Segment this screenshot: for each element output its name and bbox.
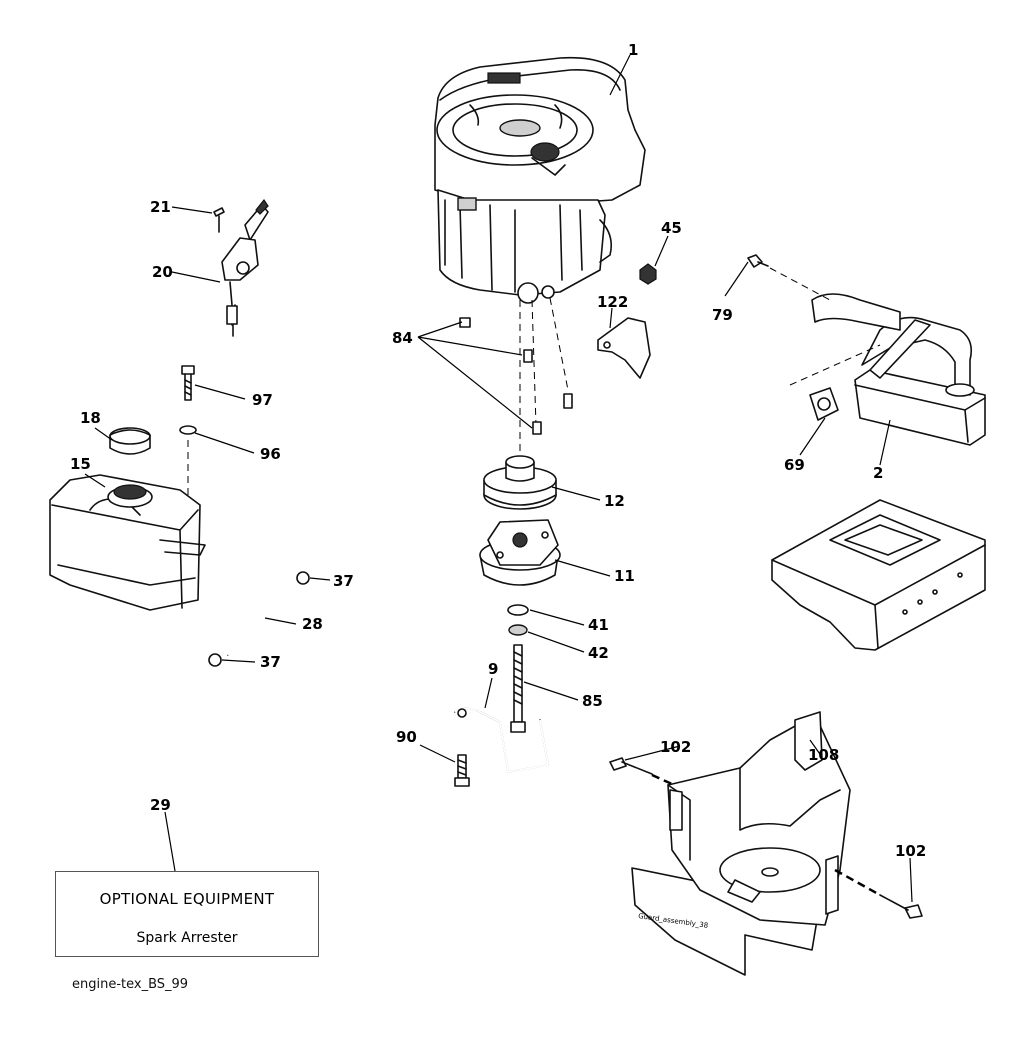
- callout-45: 45: [661, 219, 682, 237]
- callout-1: 1: [628, 41, 638, 59]
- fuel-tank-part: [49, 474, 206, 611]
- callout-97: 97: [252, 391, 273, 409]
- callout-84: 84: [392, 329, 413, 347]
- guard-bolt-part-2: [879, 894, 923, 919]
- callout-37-top: 37: [333, 572, 354, 590]
- exhaust-screw-part: [747, 254, 769, 268]
- callout-102-bottom: 102: [895, 842, 926, 860]
- guard-bolt-part: [609, 757, 653, 775]
- mount-bolts-part: [459, 317, 573, 435]
- callout-96: 96: [260, 445, 281, 463]
- nut-part: [639, 263, 657, 285]
- callout-41: 41: [588, 616, 609, 634]
- callout-102-top: 102: [660, 738, 691, 756]
- clutch-part: [479, 519, 561, 586]
- fuel-cap-part: [109, 427, 151, 455]
- callout-21: 21: [150, 198, 171, 216]
- callout-90: 90: [396, 728, 417, 746]
- optional-equipment-box: OPTIONAL EQUIPMENT Spark Arrester: [55, 871, 319, 957]
- callout-18: 18: [80, 409, 101, 427]
- callout-108: 108: [808, 746, 839, 764]
- bracket-part: [454, 707, 550, 774]
- spark-arrester-label: Spark Arrester: [136, 930, 238, 946]
- callout-28: 28: [302, 615, 323, 633]
- washers-bolt-part: [507, 604, 529, 733]
- callout-29: 29: [150, 796, 171, 814]
- callout-9: 9: [488, 660, 498, 678]
- screw-part: [179, 365, 197, 500]
- callout-15: 15: [70, 455, 91, 473]
- callout-122: 122: [597, 293, 628, 311]
- leader-lines: [84, 54, 913, 903]
- optional-equipment-title: OPTIONAL EQUIPMENT: [99, 890, 275, 908]
- callout-2: 2: [873, 464, 883, 482]
- callout-69: 69: [784, 456, 805, 474]
- guard-part: [631, 711, 851, 976]
- callout-11: 11: [614, 567, 635, 585]
- shield-part: [597, 317, 651, 379]
- callout-79: 79: [712, 306, 733, 324]
- throttle-control-part: [213, 198, 269, 337]
- callout-85: 85: [582, 692, 603, 710]
- muffler-part: [811, 293, 986, 446]
- diagram-id-label: engine-tex_BS_99: [72, 977, 189, 992]
- fuel-line-part: [208, 571, 310, 667]
- bolt-90-part: [454, 754, 470, 787]
- callout-42: 42: [588, 644, 609, 662]
- callout-20: 20: [152, 263, 173, 281]
- engine-plate-part: [771, 499, 986, 651]
- callout-12: 12: [604, 492, 625, 510]
- pulley-part: [483, 455, 557, 510]
- gasket-part: [809, 387, 839, 421]
- callout-37-bottom: 37: [260, 653, 281, 671]
- engine-part: [434, 56, 646, 304]
